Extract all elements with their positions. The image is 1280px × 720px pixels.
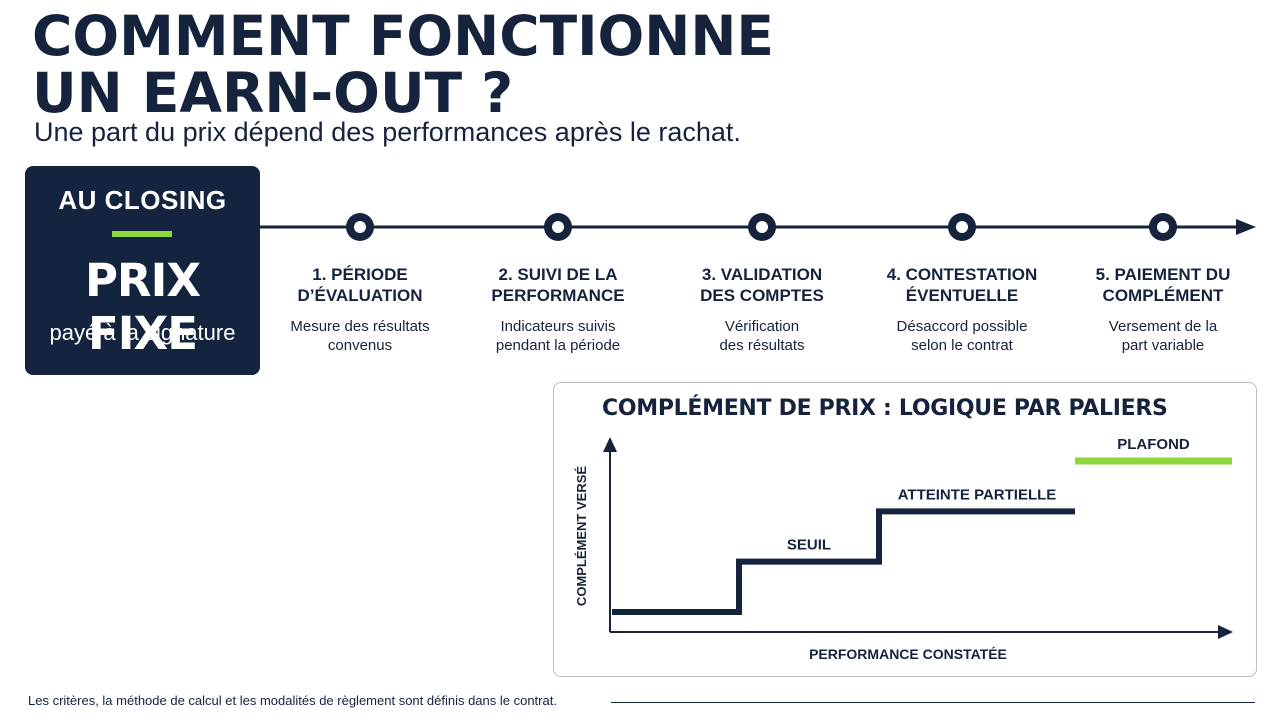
chart-panel: [553, 382, 1257, 677]
timeline-step-description: Mesure des résultats convenus: [290, 318, 430, 354]
y-axis-label: COMPLÉMENT VERSÉ: [574, 466, 589, 606]
timeline-step-title: 3. VALIDATION DES COMPTES: [700, 265, 824, 305]
x-axis-arrow-icon: [1218, 625, 1233, 639]
timeline-step-description: Indicateurs suivis pendant la période: [495, 318, 621, 354]
closing-label: AU CLOSING: [58, 185, 227, 215]
chart-title: COMPLÉMENT DE PRIX : LOGIQUE PAR PALIERS: [602, 396, 1168, 421]
page-title: COMMENT FONCTIONNE UN EARN-OUT ?: [32, 8, 774, 122]
timeline-marker-icon: [544, 213, 572, 241]
title-line-2: UN EARN-OUT ?: [32, 61, 514, 125]
timeline-marker-icon: [1149, 213, 1177, 241]
level-label: PLAFOND: [1117, 436, 1190, 453]
timeline-step-title: 1. PÉRIODE D’ÉVALUATION: [297, 265, 423, 305]
timeline-marker-icon: [748, 213, 776, 241]
timeline-marker-icon: [346, 213, 374, 241]
step-series: [612, 457, 1232, 615]
closing-price: PRIX FIXE: [84, 254, 201, 360]
timeline: [260, 213, 1256, 241]
level-label: SEUIL: [787, 537, 831, 554]
footnote-divider: [611, 702, 1255, 703]
timeline-step-description: Désaccord possible selon le contrat: [896, 318, 1028, 354]
timeline-step: 2. SUIVI DE LA PERFORMANCE Indicateurs su…: [458, 264, 658, 355]
timeline-markers: [346, 213, 1177, 241]
footnote: Les critères, la méthode de calcul et le…: [28, 693, 557, 708]
timeline-arrow-icon: [1236, 219, 1256, 235]
y-axis-arrow-icon: [603, 437, 617, 452]
timeline-step-description: Vérification des résultats: [719, 318, 805, 354]
level-label: ATTEINTE PARTIELLE: [898, 486, 1057, 503]
page-subtitle: Une part du prix dépend des performances…: [34, 117, 741, 147]
step-line: [612, 508, 1075, 615]
closing-card: AU CLOSING PRIX FIXE payé à la signature: [25, 166, 260, 375]
timeline-step: 1. PÉRIODE D’ÉVALUATION Mesure des résult…: [260, 264, 460, 355]
x-axis-label: PERFORMANCE CONSTATÉE: [809, 646, 1007, 662]
timeline-step-description: Versement de la part variable: [1108, 318, 1218, 354]
closing-subtext: payé à la signature: [49, 320, 236, 345]
timeline-step: 4. CONTESTATION ÉVENTUELLE Désaccord poss…: [862, 264, 1062, 355]
closing-accent-bar: [112, 231, 172, 237]
timeline-step-title: 4. CONTESTATION ÉVENTUELLE: [886, 265, 1038, 305]
timeline-step: 5. PAIEMENT DU COMPLÉMENT Versement de la…: [1063, 264, 1263, 355]
level-labels: SEUIL ATTEINTE PARTIELLE PLAFOND: [787, 436, 1190, 554]
timeline-marker-icon: [948, 213, 976, 241]
title-line-1: COMMENT FONCTIONNE: [32, 4, 774, 68]
timeline-step-title: 2. SUIVI DE LA PERFORMANCE: [491, 265, 625, 305]
timeline-step: 3. VALIDATION DES COMPTES Vérification de…: [662, 264, 862, 355]
timeline-step-title: 5. PAIEMENT DU COMPLÉMENT: [1095, 265, 1231, 305]
